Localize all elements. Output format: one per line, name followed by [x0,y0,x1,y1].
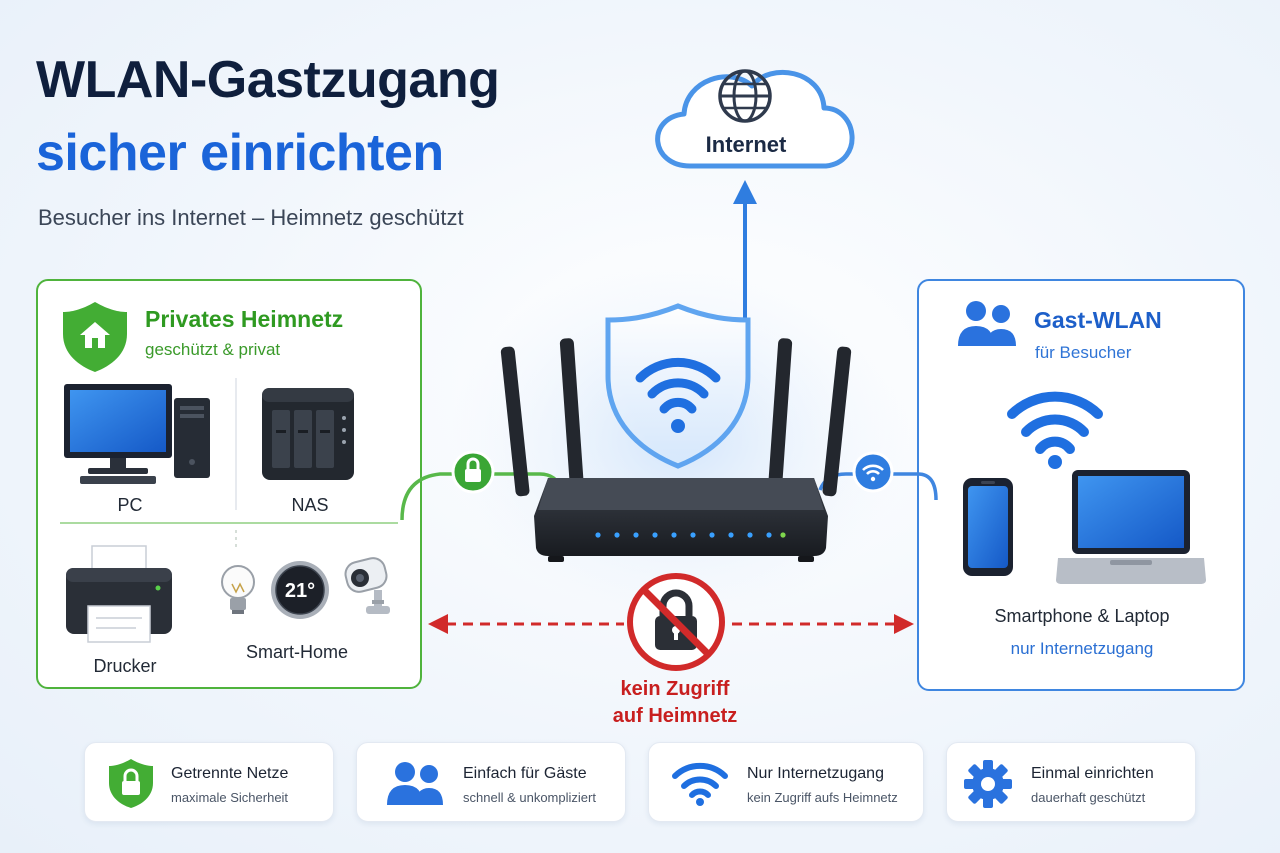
shield-lock-icon [109,759,153,808]
users-icon [387,762,443,805]
internet-cloud [655,69,855,169]
router-icon [500,338,852,562]
smart-home-label: Smart-Home [245,642,348,662]
guest-devices-label: Smartphone & Laptop [994,606,1170,626]
no-access-icon [627,573,725,671]
feature-subtitle: maximale Sicherheit [171,790,289,805]
guest-wifi-icon [1007,391,1103,454]
nas-label: NAS [291,495,329,515]
no-access-label: kein Zugriff auf Heimnetz [560,676,790,730]
security-camera-icon [344,557,390,614]
security-shield-icon [605,303,751,469]
home-network-subtitle: geschützt & privat [145,340,281,359]
no-access-line2: auf Heimnetz [612,705,738,727]
wifi-icon [672,762,728,806]
users-icon [958,301,1016,346]
blocked-access-arrow [428,614,914,634]
wifi-connector-icon [852,451,894,493]
lock-connector-icon [451,450,495,494]
light-bulb-icon [221,565,255,614]
internet-label: Internet [705,132,787,157]
no-access-line1: kein Zugriff [620,678,730,700]
feature-subtitle: dauerhaft geschützt [1031,790,1146,805]
page-title-line2: sicher einrichten [36,124,444,182]
globe-icon [718,69,772,123]
home-network-title: Privates Heimnetz [145,306,344,332]
feature-subtitle: schnell & unkompliziert [463,790,596,805]
nas-icon [262,388,354,480]
home-shield-icon [63,302,127,372]
feature-card-easy-for-guests: Einfach für Gäste schnell & unkomplizier… [356,742,626,822]
feature-title: Einmal einrichten [1031,765,1154,782]
wifi-icon [635,357,721,414]
smartphone-icon [963,478,1013,576]
feature-title: Nur Internetzugang [747,765,884,782]
feature-title: Getrennte Netze [171,765,289,782]
internet-arrow [733,180,757,318]
guest-network-subtitle: für Besucher [1035,343,1132,362]
page-title-line1: WLAN-Gastzugang [36,51,500,109]
laptop-icon [1056,470,1206,584]
guest-note: nur Internetzugang [1010,639,1154,658]
pc-icon [64,384,210,484]
thermostat-icon [271,561,329,619]
printer-icon [66,545,172,643]
guest-network-title: Gast-WLAN [1034,307,1162,333]
gear-icon [964,760,1012,808]
feature-title: Einfach für Gäste [463,765,587,782]
feature-card-internet-only: Nur Internetzugang kein Zugriff aufs Hei… [648,742,924,822]
feature-card-setup-once: Einmal einrichten dauerhaft geschützt [946,742,1196,822]
printer-label: Drucker [93,656,157,676]
page-subtitle: Besucher ins Internet – Heimnetz geschüt… [38,205,464,230]
pc-label: PC [117,495,143,515]
feature-card-separate-networks: Getrennte Netze maximale Sicherheit [84,742,334,822]
thermostat-value: 21° [285,580,315,602]
feature-subtitle: kein Zugriff aufs Heimnetz [747,790,898,805]
